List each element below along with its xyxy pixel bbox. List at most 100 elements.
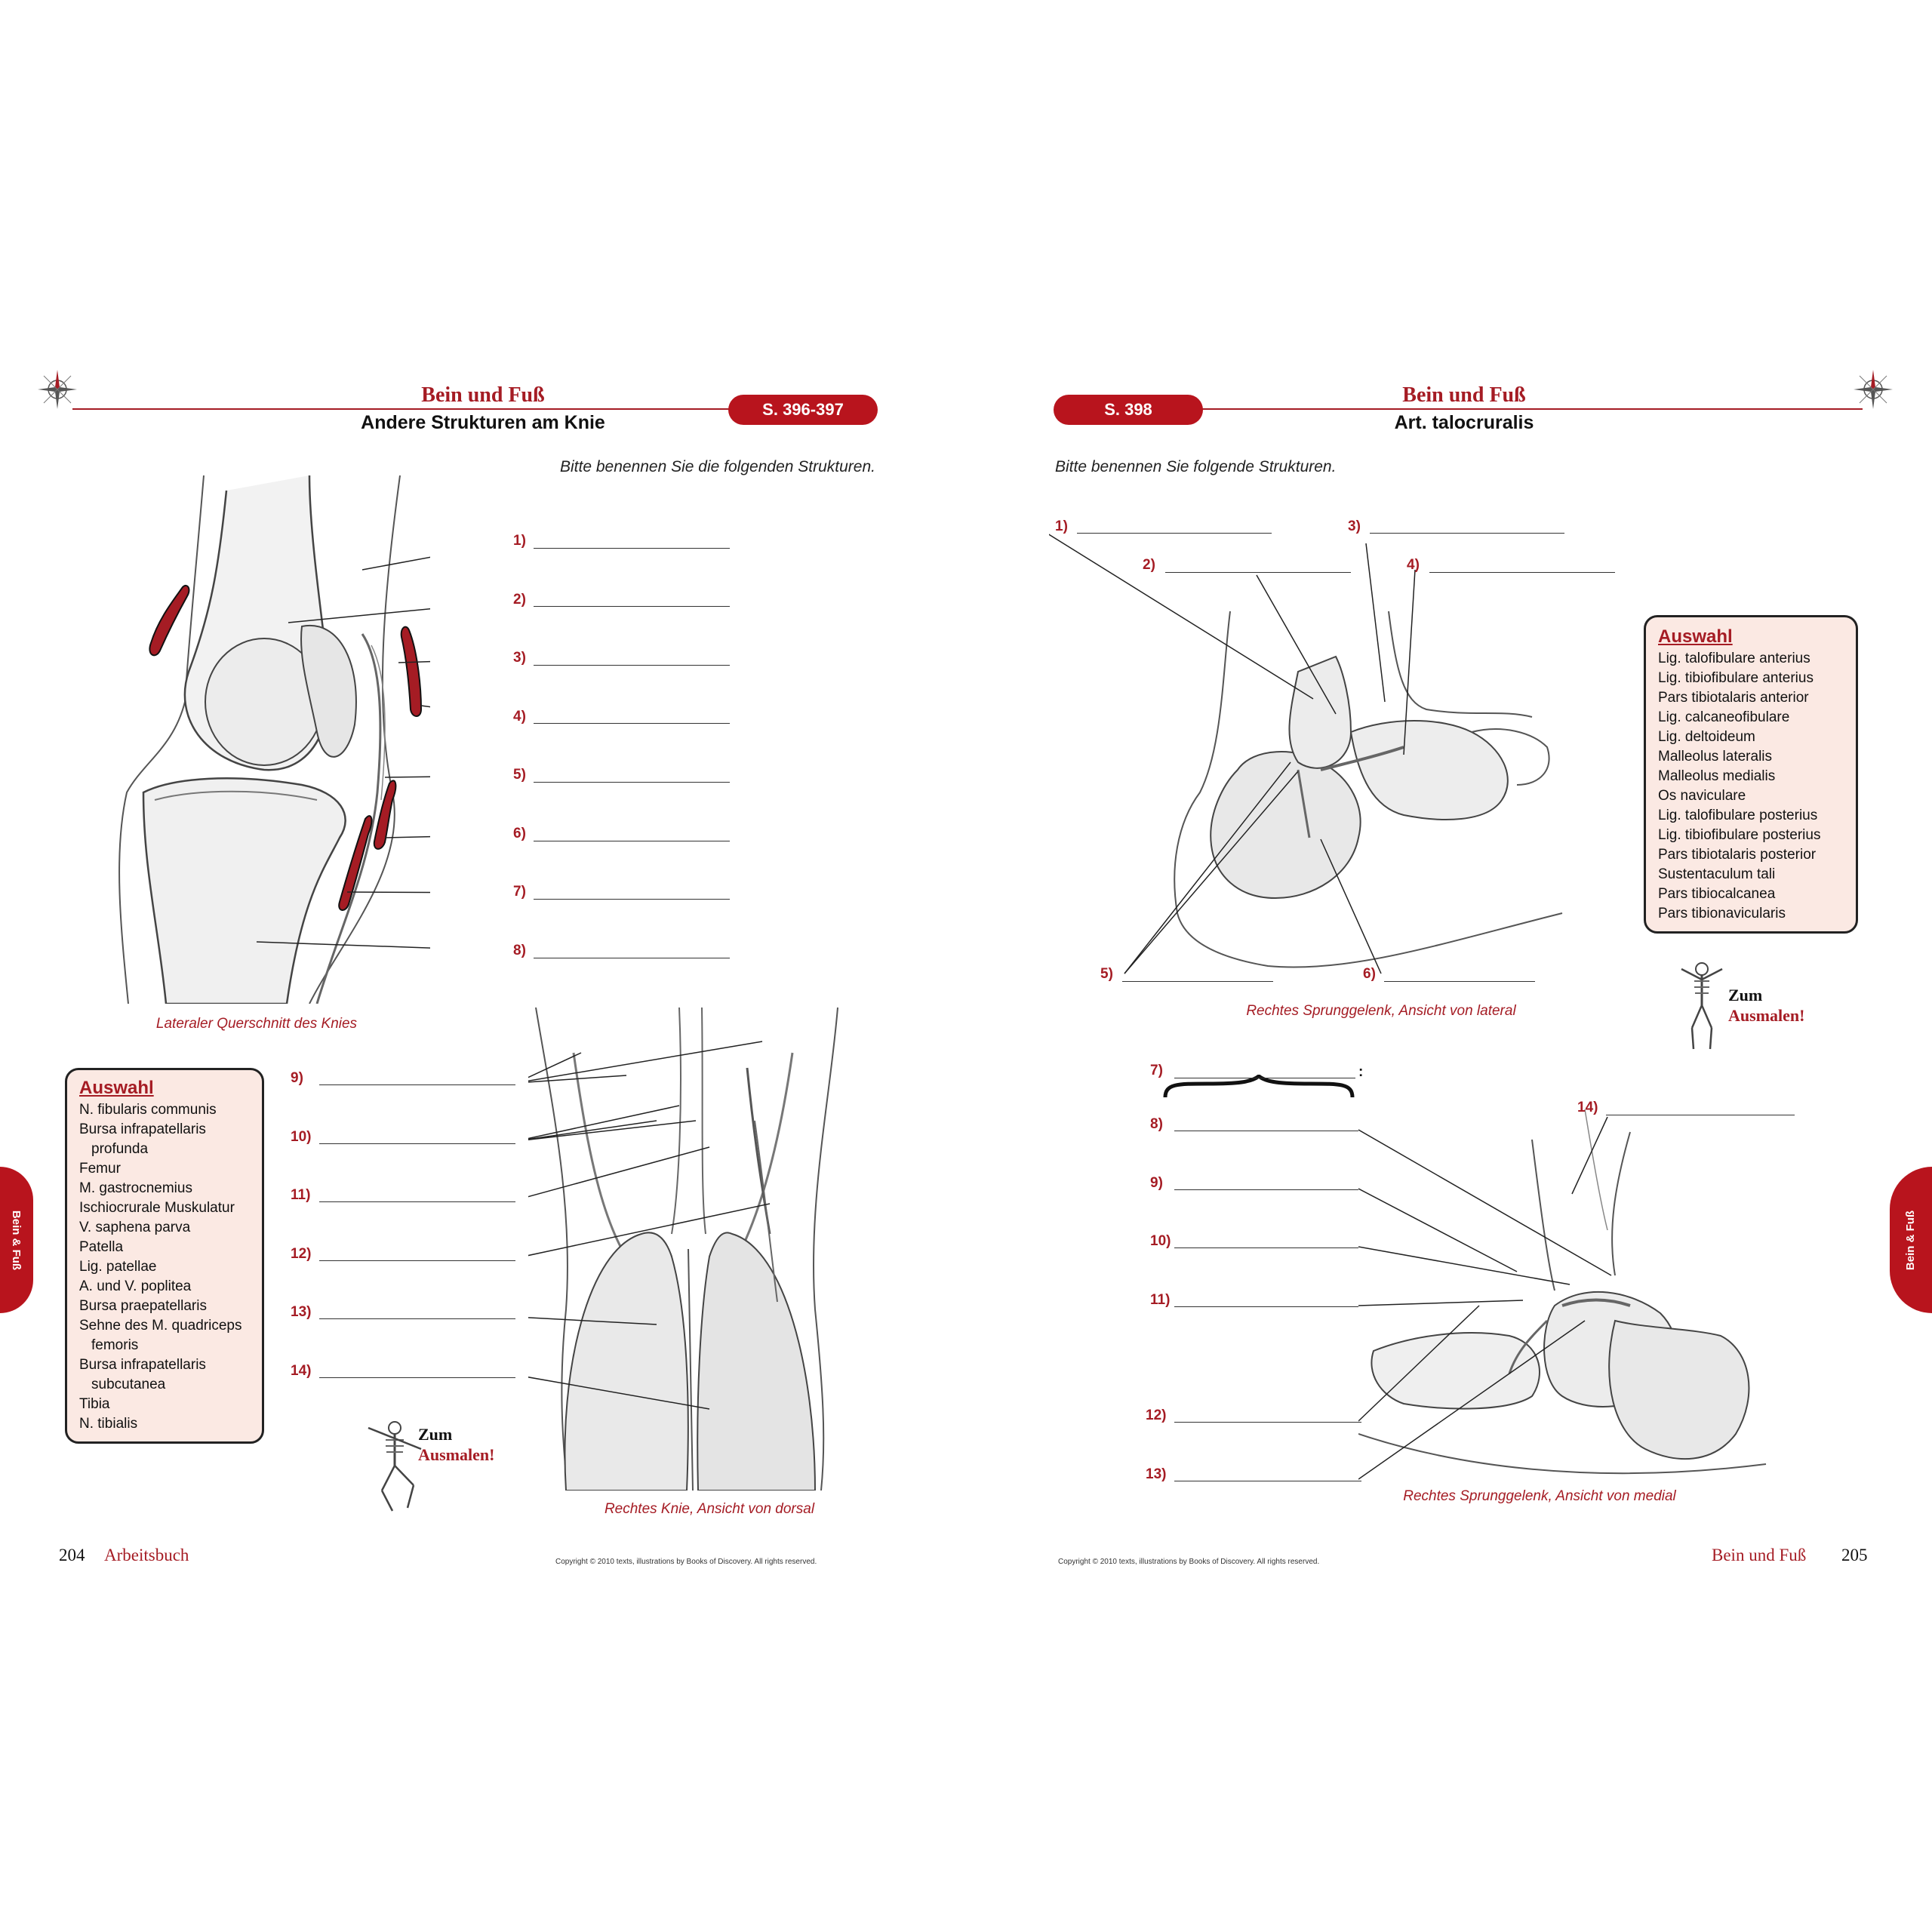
page-reference-badge: S. 398 <box>1054 395 1203 425</box>
label-number: 12) <box>1146 1407 1167 1423</box>
selection-item: Sustentaculum tali <box>1658 866 1776 882</box>
label-number: 1) <box>1055 518 1068 534</box>
selection-item: Lig. tibiofibulare anterius <box>1658 670 1814 686</box>
selection-item: subcutanea <box>91 1377 166 1392</box>
answer-blank[interactable] <box>1077 533 1272 534</box>
selection-item: Pars tibiotalaris anterior <box>1658 690 1809 706</box>
answer-blank[interactable] <box>319 1377 515 1378</box>
answer-blank[interactable] <box>1174 1306 1358 1307</box>
answer-blank[interactable] <box>319 1084 515 1085</box>
label-number: 13) <box>291 1304 312 1320</box>
selection-item: Sehne des M. quadriceps <box>79 1318 242 1334</box>
figure-caption: Rechtes Sprunggelenk, Ansicht von medial <box>1403 1488 1676 1504</box>
label-number: 3) <box>513 650 526 666</box>
selection-item: Femur <box>79 1161 121 1177</box>
ankle-lateral-illustration <box>1049 534 1563 974</box>
answer-blank[interactable] <box>534 606 730 607</box>
section-tab-right[interactable]: Bein & Fuß <box>1890 1167 1932 1313</box>
selection-item: Lig. talofibulare posterius <box>1658 808 1818 823</box>
section-tab-left[interactable]: Bein & Fuß <box>0 1167 33 1313</box>
figure-caption: Rechtes Sprunggelenk, Ansicht von latera… <box>1246 1003 1516 1019</box>
selection-item: Lig. tibiofibulare posterius <box>1658 827 1821 843</box>
header-rule <box>1057 408 1863 410</box>
answer-blank[interactable] <box>1122 981 1273 982</box>
skeleton-icon <box>1681 962 1723 1050</box>
page-subtitle: Art. talocruralis <box>1394 412 1534 433</box>
selection-item: Bursa infrapatellaris <box>79 1357 206 1373</box>
compass-rose-icon <box>1854 370 1893 409</box>
copyright-notice: Copyright © 2010 texts, illustrations by… <box>1058 1558 1320 1566</box>
ankle-medial-illustration <box>1358 1109 1767 1480</box>
brace-icon <box>1163 1075 1355 1098</box>
selection-item: Lig. calcaneofibulare <box>1658 709 1790 725</box>
label-number: 7) <box>1150 1063 1163 1078</box>
selection-item: Malleolus medialis <box>1658 768 1776 784</box>
page-number: 205 <box>1841 1546 1868 1564</box>
selection-item: Lig. talofibulare anterius <box>1658 651 1810 666</box>
selection-box-title: Auswahl <box>1658 626 1733 647</box>
selection-item: Ischiocrurale Muskulatur <box>79 1200 235 1216</box>
answer-blank[interactable] <box>1174 1422 1361 1423</box>
answer-blank[interactable] <box>1429 572 1615 573</box>
answer-blank[interactable] <box>319 1143 515 1144</box>
selection-box-title: Auswahl <box>79 1078 154 1098</box>
answer-blank[interactable] <box>319 1201 515 1202</box>
label-number: 10) <box>291 1129 312 1145</box>
answer-blank[interactable] <box>1165 572 1351 573</box>
label-number: 6) <box>513 826 526 841</box>
label-number: 11) <box>1150 1292 1171 1308</box>
label-number: 2) <box>513 592 526 608</box>
label-number: 12) <box>291 1246 312 1262</box>
footer-title: Arbeitsbuch <box>104 1546 189 1564</box>
answer-blank[interactable] <box>319 1260 515 1261</box>
knee-posterior-illustration <box>528 1008 838 1491</box>
label-number: 5) <box>1100 966 1113 982</box>
figure-caption: Rechtes Knie, Ansicht von dorsal <box>604 1501 815 1517</box>
label-number: 9) <box>291 1070 303 1086</box>
answer-blank[interactable] <box>534 782 730 783</box>
selection-item: Pars tibiotalaris posterior <box>1658 847 1817 863</box>
selection-item: Tibia <box>79 1396 110 1412</box>
selection-item: Lig. deltoideum <box>1658 729 1755 745</box>
answer-blank[interactable] <box>1174 1247 1358 1248</box>
copyright-notice: Copyright © 2010 texts, illustrations by… <box>555 1558 817 1566</box>
selection-item: A. und V. poplitea <box>79 1278 192 1294</box>
answer-blank[interactable] <box>1370 533 1564 534</box>
page-subtitle: Andere Strukturen am Knie <box>361 412 605 433</box>
answer-blank[interactable] <box>1384 981 1535 982</box>
color-me-label: Zum Ausmalen! <box>418 1425 495 1464</box>
selection-item: V. saphena parva <box>79 1220 191 1235</box>
answer-blank[interactable] <box>319 1318 515 1319</box>
label-number: 11) <box>291 1187 311 1203</box>
answer-blank[interactable] <box>534 899 730 900</box>
page-number: 204 <box>59 1546 85 1564</box>
label-number: 2) <box>1143 557 1155 573</box>
label-number: 6) <box>1363 966 1376 982</box>
selection-item: M. gastrocnemius <box>79 1180 192 1196</box>
answer-blank[interactable] <box>534 665 730 666</box>
answer-blank[interactable] <box>534 548 730 549</box>
label-number: 9) <box>1150 1175 1163 1191</box>
page-title: Bein und Fuß <box>421 383 545 407</box>
page-title: Bein und Fuß <box>1402 383 1526 407</box>
selection-item: Pars tibionavicularis <box>1658 906 1786 921</box>
label-number: 7) <box>513 884 526 900</box>
label-number: 8) <box>1150 1116 1163 1132</box>
label-number: 5) <box>513 767 526 783</box>
selection-item: Patella <box>79 1239 124 1255</box>
selection-item: Malleolus lateralis <box>1658 749 1773 764</box>
figure-caption: Lateraler Querschnitt des Knies <box>155 1016 358 1032</box>
selection-item: Pars tibiocalcanea <box>1658 886 1776 902</box>
header-rule <box>72 408 871 410</box>
answer-blank[interactable] <box>1174 1189 1358 1190</box>
answer-blank[interactable] <box>534 723 730 724</box>
selection-item: profunda <box>91 1141 149 1157</box>
selection-item: N. fibularis communis <box>79 1102 217 1118</box>
label-number: 10) <box>1150 1233 1171 1249</box>
skeleton-icon <box>368 1421 422 1512</box>
compass-rose-icon <box>38 370 77 409</box>
instruction-text: Bitte benennen Sie die folgenden Struktu… <box>560 458 875 475</box>
label-number: 14) <box>1577 1100 1598 1115</box>
